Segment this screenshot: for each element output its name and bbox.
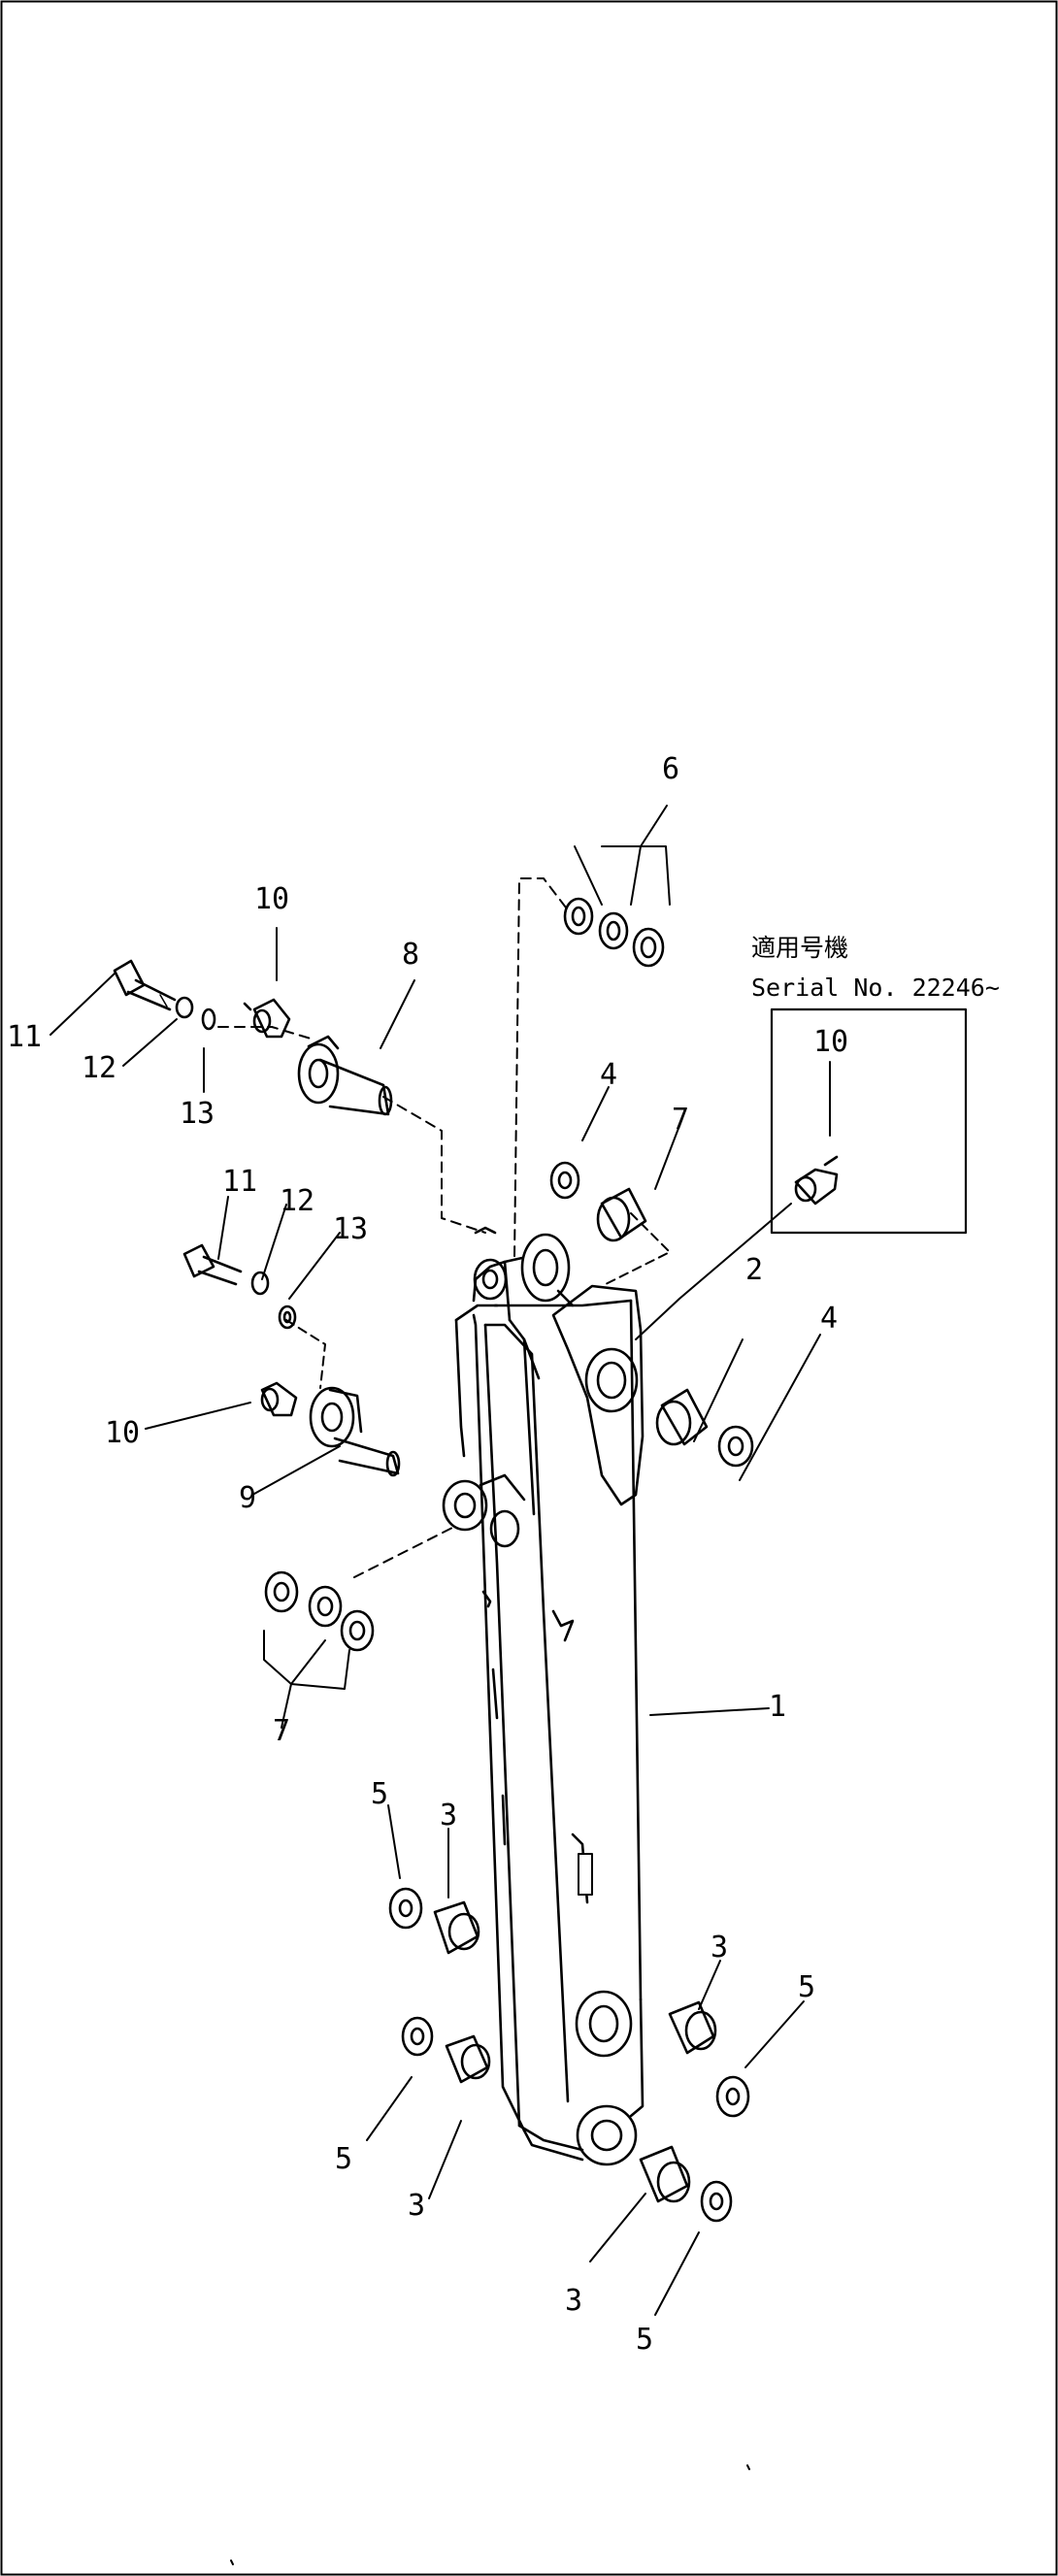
nut-5-b bbox=[401, 2016, 434, 2057]
callout-13-middle: 13 bbox=[333, 1212, 368, 1246]
callout-11-top: 11 bbox=[7, 1020, 42, 1054]
grease-fitting-10-middle bbox=[260, 1381, 298, 1417]
bolt-11-top bbox=[113, 959, 216, 1031]
callout-4-right: 4 bbox=[820, 1302, 838, 1336]
callout-6: 6 bbox=[662, 752, 679, 786]
leader-lines bbox=[50, 805, 968, 2316]
bushing-7-top bbox=[596, 1187, 647, 1242]
shims-7-lower bbox=[264, 1570, 375, 1652]
callout-12-top: 12 bbox=[82, 1051, 116, 1085]
washers-6 bbox=[563, 897, 665, 968]
nut-4-right bbox=[717, 1425, 754, 1468]
stray-mark bbox=[230, 2559, 234, 2565]
serial-note-line1: 適用号機 bbox=[751, 934, 848, 962]
callout-1: 1 bbox=[769, 1690, 786, 1724]
pin-8 bbox=[297, 1035, 393, 1116]
callout-10-top: 10 bbox=[254, 882, 289, 916]
callout-4-top: 4 bbox=[600, 1058, 617, 1092]
callout-13-top: 13 bbox=[180, 1097, 215, 1131]
callout-5-b: 5 bbox=[335, 2142, 352, 2176]
stray-mark bbox=[746, 2464, 750, 2470]
callout-10-box: 10 bbox=[813, 1025, 848, 1059]
callout-5-c: 5 bbox=[798, 1970, 815, 2004]
grease-fitting-10-box bbox=[794, 1155, 839, 1205]
callout-7-top: 7 bbox=[672, 1103, 689, 1137]
bolt-11-middle bbox=[182, 1243, 297, 1330]
nut-5-d bbox=[700, 2180, 733, 2223]
callout-3-c: 3 bbox=[711, 1931, 728, 1965]
callout-3-a: 3 bbox=[440, 1799, 457, 1833]
arm-body bbox=[442, 1226, 645, 2166]
nut-5-c bbox=[715, 2075, 750, 2118]
callout-5-d: 5 bbox=[636, 2323, 653, 2357]
bushing-3-a bbox=[433, 1900, 480, 1955]
pin-9 bbox=[309, 1386, 401, 1477]
callout-12-middle: 12 bbox=[280, 1184, 314, 1218]
callout-8: 8 bbox=[402, 938, 419, 972]
bushing-2 bbox=[655, 1388, 709, 1446]
bushing-3-b bbox=[445, 2034, 491, 2084]
callout-9: 9 bbox=[239, 1481, 256, 1515]
callout-7-lower: 7 bbox=[273, 1714, 290, 1748]
bushing-3-c bbox=[668, 2000, 717, 2055]
callout-10-middle: 10 bbox=[105, 1416, 140, 1450]
serial-note-line2: Serial No. 22246~ bbox=[751, 974, 1000, 1002]
callout-5-a: 5 bbox=[371, 1777, 388, 1811]
grease-fitting-10-top bbox=[243, 998, 291, 1039]
callout-3-d: 3 bbox=[565, 2284, 582, 2318]
nut-4-top bbox=[549, 1161, 580, 1200]
nut-5-a bbox=[388, 1887, 423, 1930]
bushing-3-d bbox=[639, 2145, 691, 2203]
callout-3-b: 3 bbox=[408, 2189, 425, 2223]
callout-2: 2 bbox=[745, 1253, 763, 1287]
callout-11-middle: 11 bbox=[222, 1165, 257, 1199]
